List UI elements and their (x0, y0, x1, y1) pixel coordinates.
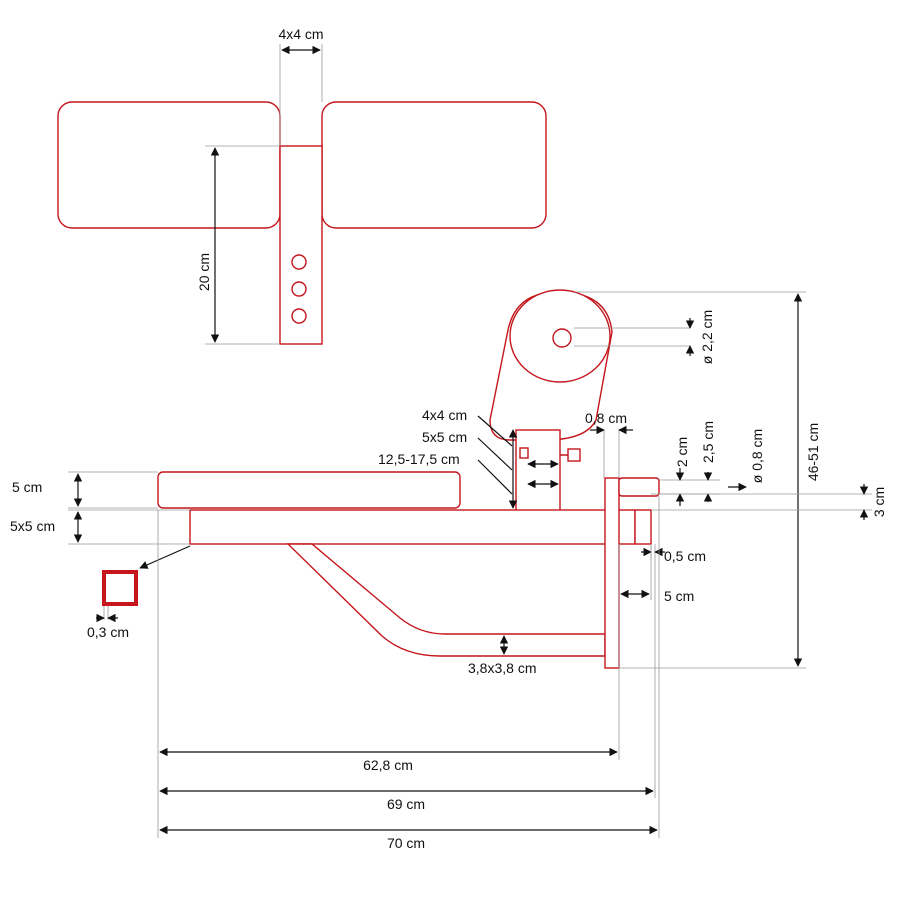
label-length-628: 62,8 cm (363, 757, 413, 773)
label-bolt: ø 0,8 cm (749, 429, 765, 483)
adjust-hole-2 (291, 281, 307, 297)
main-tube (189, 509, 636, 545)
label-adjust-range: 12,5-17,5 cm (378, 451, 460, 467)
label-roller-post: 5x5 cm (422, 429, 467, 445)
label-plate-05: 0,5 cm (664, 548, 706, 564)
end-plate (604, 477, 620, 669)
label-plate-3: 3 cm (871, 487, 887, 517)
left-roller-pad (57, 101, 281, 229)
label-top-height: 20 cm (196, 253, 212, 291)
adjust-hole-3 (291, 308, 307, 324)
tube-section-leader (139, 545, 191, 569)
leader-post (477, 437, 513, 471)
roller-axle (552, 328, 572, 348)
label-plate-2: 2 cm (674, 437, 690, 467)
pin-bracket (519, 447, 529, 459)
label-plate-25: 2,5 cm (700, 421, 716, 463)
label-plate-5: 5 cm (664, 588, 694, 604)
roller-post (515, 429, 561, 515)
mount-bar (618, 477, 660, 497)
seat-pad (157, 471, 461, 509)
leader-adjust (477, 459, 513, 495)
pin-knob (567, 448, 581, 462)
top-view: 4x4 cm 20 cm (57, 26, 547, 345)
label-roller-tube: 4x4 cm (422, 407, 467, 423)
label-brace: 3,8x3,8 cm (468, 660, 536, 676)
label-wall: 0,3 cm (87, 624, 129, 640)
label-roller-diameter: ø 2,2 cm (699, 310, 715, 364)
adjust-hole-1 (291, 254, 307, 270)
leader-roller-tube (477, 415, 513, 447)
side-view: 0,3 cm 5 cm 5x5 cm 4x4 cm 5x5 cm 12,5-17… (10, 289, 887, 851)
lower-brace (286, 543, 606, 657)
end-cap-red (634, 509, 652, 545)
label-pin: 0,8 cm (585, 410, 627, 426)
tube-section (102, 570, 138, 606)
label-top-tube: 4x4 cm (278, 26, 323, 42)
label-length-70: 70 cm (387, 835, 425, 851)
label-pad-thickness: 5 cm (12, 479, 42, 495)
label-length-69: 69 cm (387, 796, 425, 812)
right-roller-pad (321, 101, 547, 229)
label-total-height: 46-51 cm (805, 423, 821, 481)
label-main-tube: 5x5 cm (10, 518, 55, 534)
